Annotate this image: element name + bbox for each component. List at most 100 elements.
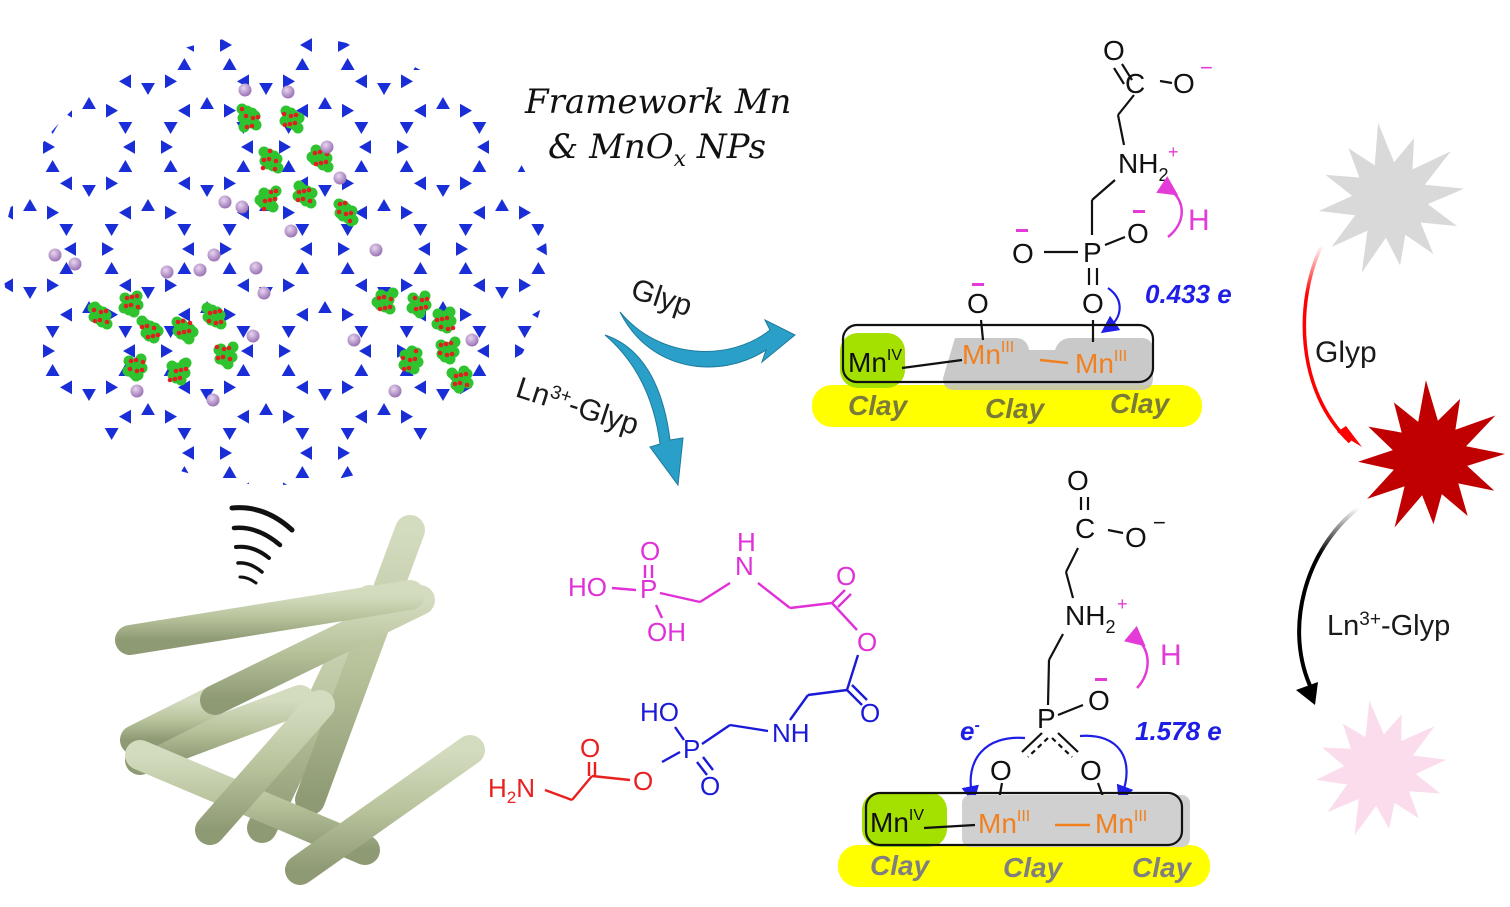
- mnox-nanoparticle: [118, 290, 144, 318]
- framework-tetrahedron: [300, 38, 312, 52]
- framework-tetrahedron: [519, 482, 531, 485]
- framework-tetrahedron: [458, 262, 473, 274]
- framework-tetrahedron: [531, 224, 546, 236]
- framework-tetrahedron: [222, 224, 237, 236]
- atom-o-minus: O: [1088, 685, 1110, 716]
- framework-tetrahedron: [519, 409, 531, 424]
- framework-tetrahedron: [354, 160, 369, 172]
- framework-tetrahedron: [436, 389, 450, 401]
- mnox-nanoparticle: [435, 336, 461, 365]
- framework-tetrahedron: [259, 491, 273, 503]
- framework-tetrahedron: [3, 364, 15, 376]
- framework-tetrahedron: [123, 548, 135, 562]
- framework-tetrahedron: [104, 428, 119, 440]
- framework-tetrahedron: [318, 185, 332, 197]
- framework-tetrahedron: [590, 326, 604, 338]
- atom-nh2: NH2: [1065, 600, 1115, 637]
- framework-tetrahedron: [401, 409, 413, 424]
- clay-label: Clay: [985, 393, 1046, 424]
- framework-tetrahedron: [236, 530, 250, 542]
- framework-tetrahedron: [613, 199, 627, 211]
- electron-transfer-arrow-left: [961, 736, 1026, 804]
- clay-label: Clay: [1003, 852, 1064, 883]
- framework-tetrahedron: [279, 548, 291, 562]
- framework-tetrahedron: [0, 262, 1, 274]
- framework-tetrahedron: [164, 568, 178, 580]
- framework-tetrahedron: [595, 548, 607, 562]
- framework-tetrahedron: [472, 122, 487, 134]
- framework-cation: [193, 263, 207, 277]
- process-arrow-glyp: [619, 311, 796, 368]
- framework-tetrahedron: [574, 446, 586, 460]
- framework-tetrahedron: [554, 593, 568, 605]
- framework-tetrahedron: [436, 185, 450, 197]
- framework-tetrahedron: [696, 308, 708, 322]
- framework-tetrahedron: [708, 326, 722, 338]
- framework-tetrahedron: [259, 0, 273, 7]
- nanorod: [115, 580, 425, 655]
- framework-tetrahedron: [141, 0, 155, 7]
- framework-caption-line2: & MnOx NPs: [548, 127, 766, 172]
- atom-o: O: [990, 755, 1012, 786]
- framework-tetrahedron: [672, 389, 686, 401]
- framework-tetrahedron: [47, 482, 59, 485]
- framework-tetrahedron: [118, 568, 132, 580]
- framework-tetrahedron: [590, 530, 604, 542]
- electron-transfer-value: 0.433 e: [1145, 279, 1232, 309]
- framework-tetrahedron: [577, 262, 591, 274]
- framework-cation: [235, 200, 249, 214]
- framework-tetrahedron: [177, 20, 191, 32]
- framework-tetrahedron: [0, 20, 1, 32]
- wireless-signal-icon: [229, 505, 295, 585]
- framework-tetrahedron: [296, 380, 308, 395]
- framework-tetrahedron: [165, 205, 177, 220]
- framework-tetrahedron: [295, 58, 310, 70]
- mnox-nanoparticle: [431, 306, 457, 334]
- framework-tetrahedron: [477, 548, 489, 562]
- framework-tetrahedron: [82, 185, 96, 197]
- framework-tetrahedron: [3, 326, 15, 338]
- fluorescence-panel: Glyp Ln3+-Glyp: [1296, 122, 1505, 836]
- mn-iii-label: MnIII: [962, 339, 1014, 370]
- process-arrow-ln-glyp: [604, 334, 684, 487]
- mn4-site-highlight: [862, 792, 947, 847]
- atom-oh: OH: [647, 617, 686, 647]
- framework-tetrahedron: [281, 364, 296, 376]
- framework-tetrahedron: [473, 74, 485, 89]
- framework-tetrahedron: [696, 380, 708, 394]
- framework-tetrahedron: [106, 380, 118, 395]
- framework-tetrahedron: [359, 140, 371, 154]
- fluorescence-label-ln-glyp: Ln3+-Glyp: [1327, 609, 1450, 642]
- clay-label: Clay: [1132, 852, 1193, 883]
- framework-tetrahedron: [654, 242, 666, 256]
- product-structure: HO P O OH N H O O HO P O NH O: [488, 527, 880, 807]
- framework-tetrahedron: [236, 160, 251, 172]
- framework-tetrahedron: [82, 389, 96, 401]
- mnox-nanoparticle: [279, 105, 305, 134]
- charge-minus: [1133, 210, 1145, 213]
- framework-tetrahedron: [418, 38, 430, 52]
- framework-tetrahedron: [518, 568, 532, 580]
- framework-tetrahedron: [182, 242, 194, 256]
- fluorescence-label-glyp: Glyp: [1315, 336, 1377, 369]
- framework-tetrahedron: [613, 0, 627, 7]
- framework-tetrahedron: [283, 74, 295, 89]
- framework-tetrahedron: [650, 176, 662, 190]
- framework-tetrahedron: [1, 2, 13, 16]
- mechanism-bottom: O C O − NH2 + H P O O O e- 1.578 e MnIV: [838, 465, 1222, 887]
- framework-caption-line1: Framework Mn: [524, 82, 791, 122]
- framework-tetrahedron: [532, 512, 544, 526]
- atom-nh: NH: [772, 718, 810, 748]
- framework-tetrahedron: [47, 2, 59, 16]
- framework-tetrahedron: [0, 466, 1, 478]
- red-fragment: H2N O O: [488, 733, 653, 807]
- atom-o: O: [580, 733, 600, 763]
- framework-tetrahedron: [200, 97, 214, 109]
- atom-o: O: [1080, 755, 1102, 786]
- framework-tetrahedron: [46, 530, 60, 542]
- mnox-nanoparticle: [254, 185, 282, 213]
- framework-tetrahedron: [178, 307, 190, 322]
- atom-p: P: [1037, 703, 1056, 734]
- framework-tetrahedron: [3, 482, 13, 485]
